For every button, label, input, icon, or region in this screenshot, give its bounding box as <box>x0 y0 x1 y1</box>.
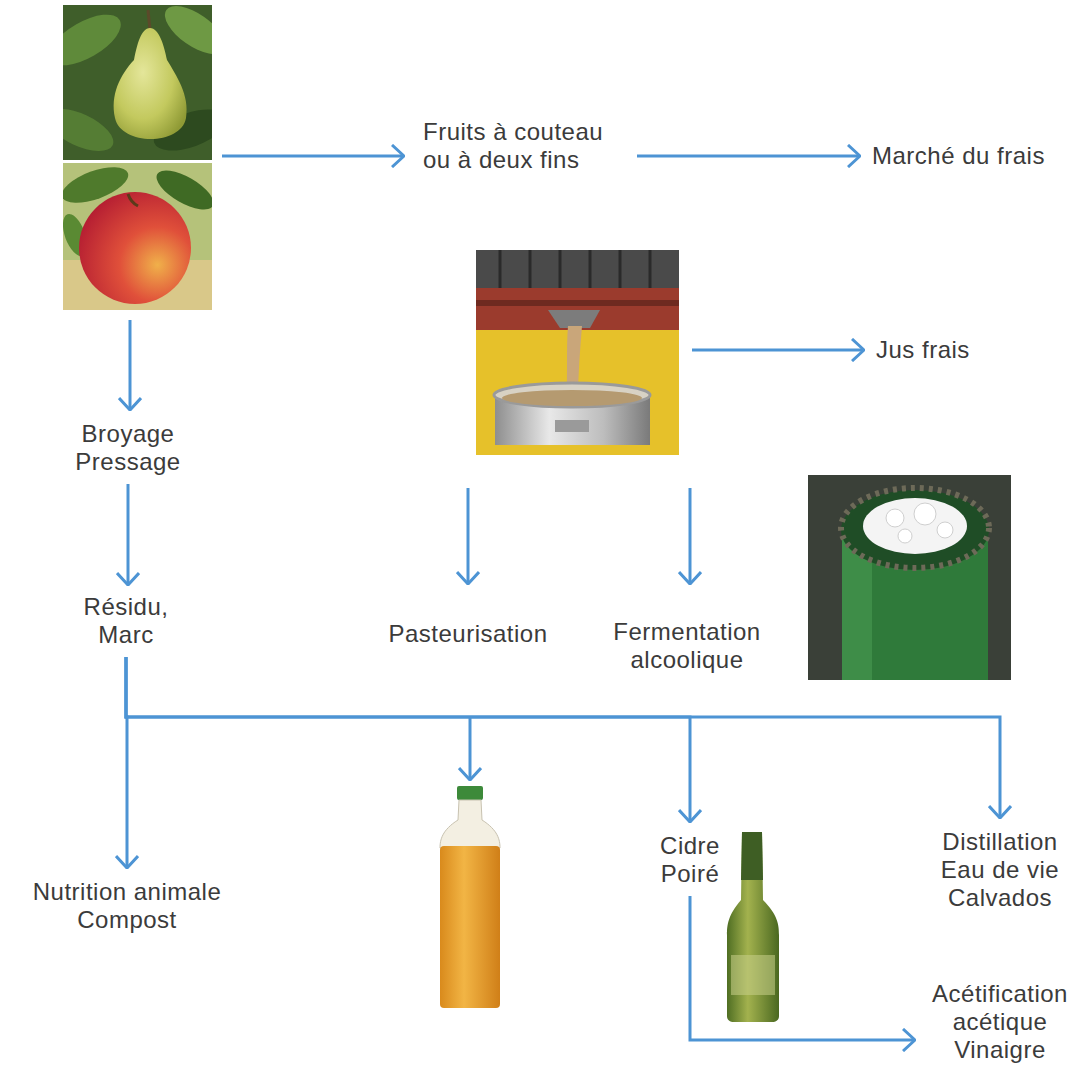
step-label: Fruits à couteau ou à deux fins <box>423 118 623 174</box>
press-arrow <box>692 349 864 352</box>
process-step: Fruits à couteau ou à deux fins <box>423 118 623 174</box>
bottle-arrow <box>469 717 472 780</box>
process-step: Marché du frais <box>872 142 1045 170</box>
step-label: Nutrition animale Compost <box>7 878 247 934</box>
process-step: Cidre Poiré <box>645 832 735 888</box>
step-label: Cidre Poiré <box>645 832 735 888</box>
step-label: Broyage Pressage <box>58 420 198 476</box>
process-step: Fermentation alcoolique <box>597 618 777 674</box>
flow-arrow <box>690 896 915 1040</box>
fruit-arrow <box>129 320 132 410</box>
pear-photo <box>63 5 212 160</box>
step-label: Distillation Eau de vie Calvados <box>930 828 1070 912</box>
step-label: Fermentation alcoolique <box>597 618 777 674</box>
step-label: Pasteurisation <box>368 620 568 648</box>
juice-bottle <box>440 786 500 1008</box>
step-label: Jus frais <box>876 336 970 364</box>
step-label: Acétification acétique Vinaigre <box>925 980 1075 1064</box>
step-label: Résidu, Marc <box>71 593 181 649</box>
cider-bottle <box>727 832 779 1022</box>
press-arrow <box>467 488 470 584</box>
process-step: Broyage Pressage <box>58 420 198 476</box>
process-step: Nutrition animale Compost <box>7 878 247 934</box>
flow-arrow <box>126 657 690 822</box>
flow-arrow <box>126 657 1000 818</box>
apple-photo <box>63 163 212 310</box>
process-step: Distillation Eau de vie Calvados <box>930 828 1070 912</box>
press-photo <box>476 250 679 455</box>
picture-arrows <box>130 156 864 780</box>
process-step: Jus frais <box>876 336 970 364</box>
fruit-arrow <box>222 155 404 158</box>
process-step: Acétification acétique Vinaigre <box>925 980 1075 1064</box>
flow-arrow <box>127 484 130 585</box>
cider-neck-photo <box>808 475 1011 680</box>
process-step: Résidu, Marc <box>71 593 181 649</box>
flow-arrow <box>637 155 860 158</box>
process-step: Pasteurisation <box>368 620 568 648</box>
step-label: Marché du frais <box>872 142 1045 170</box>
press-arrow <box>689 488 692 584</box>
